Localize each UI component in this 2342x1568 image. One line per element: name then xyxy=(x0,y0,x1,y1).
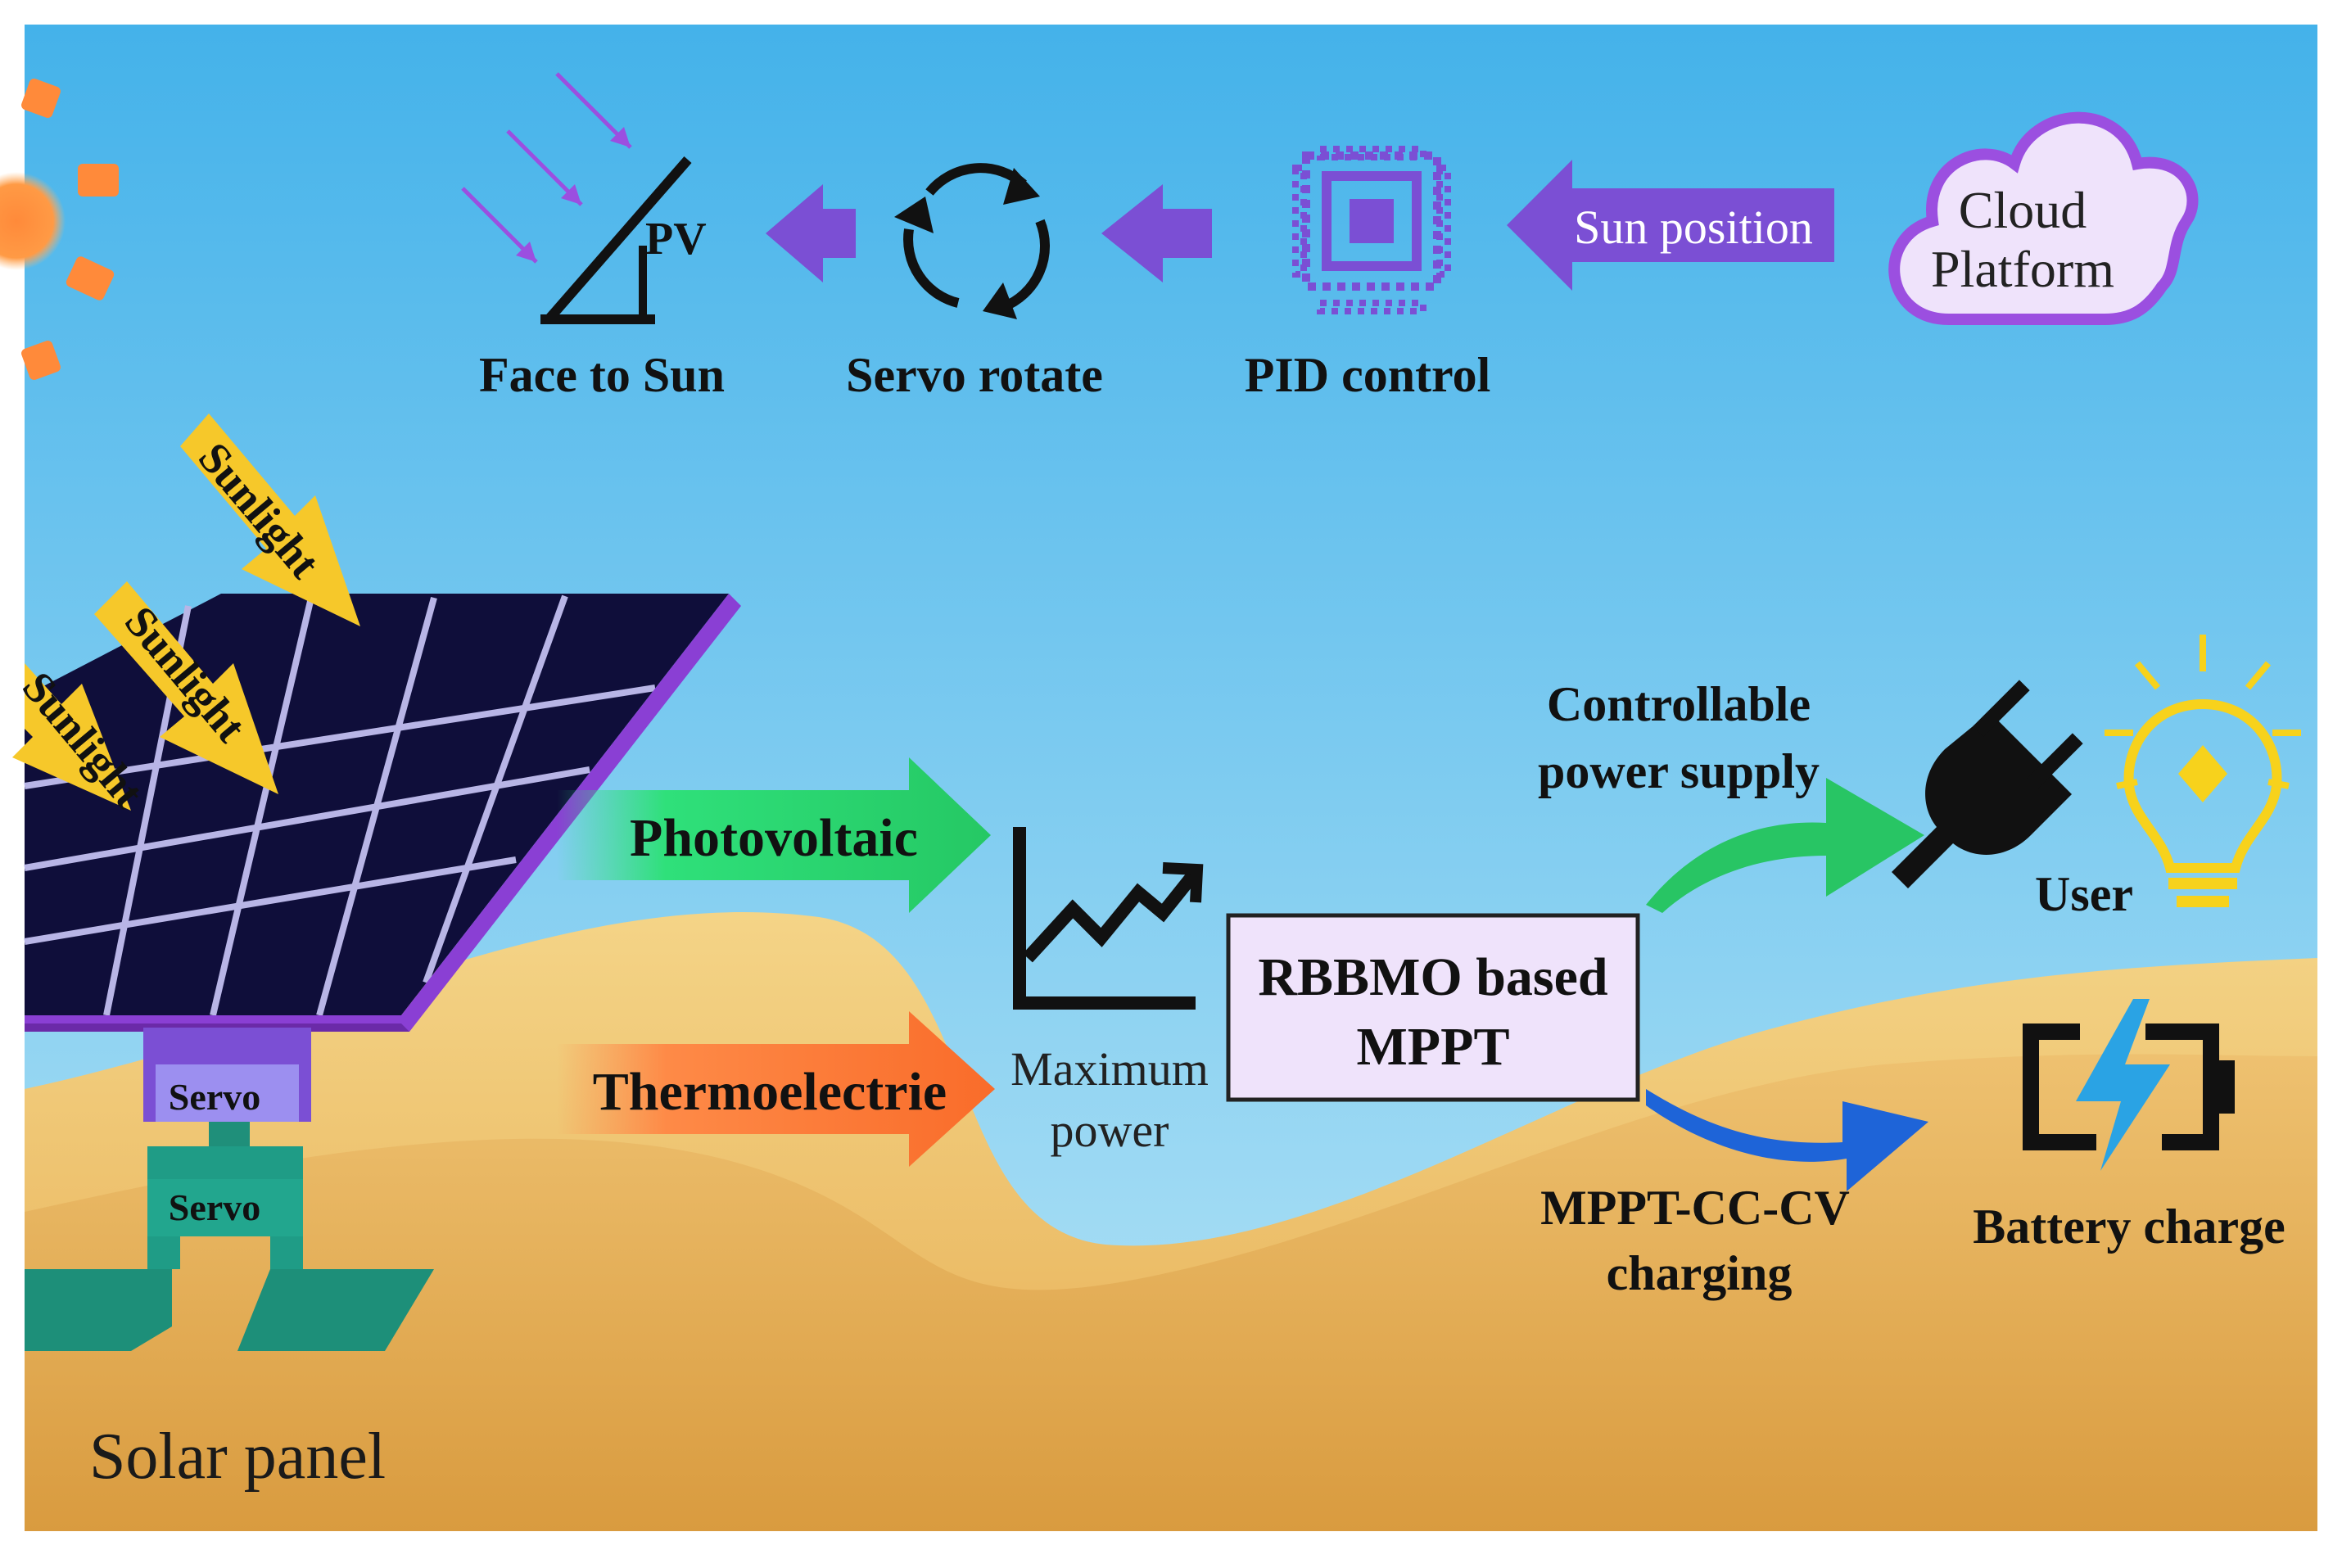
plug-icon xyxy=(1892,680,2083,888)
charging-label-line2: charging xyxy=(1607,1246,1793,1300)
mppt-box xyxy=(1226,913,1640,1102)
chart-icon xyxy=(1013,827,1204,1010)
arrow-to-pv xyxy=(766,184,856,282)
servo-upper-label: Servo xyxy=(169,1076,260,1118)
thermoelectric-label: Thermoelectrie xyxy=(593,1062,947,1122)
controllable-label-line2: power supply xyxy=(1538,744,1820,798)
pv-panel-icon xyxy=(461,72,692,324)
cloud-label-line1: Cloud xyxy=(1959,181,2087,239)
pv-label: PV xyxy=(645,214,707,264)
maximum-label-line2: power xyxy=(1051,1104,1169,1157)
maximum-label-line1: Maximum xyxy=(1010,1042,1209,1096)
controllable-label-line1: Controllable xyxy=(1547,677,1811,731)
cloud-label-line2: Platform xyxy=(1931,240,2114,298)
refresh-icon xyxy=(894,163,1050,319)
mppt-label-line2: MPPT xyxy=(1357,1017,1510,1077)
sun-icon xyxy=(0,79,119,380)
arrow-to-servo xyxy=(1101,184,1212,282)
battery-icon xyxy=(2023,999,2235,1171)
sand-dune-front xyxy=(25,1054,2317,1531)
cloud-icon xyxy=(1888,111,2199,325)
sunlight-arrow-3 xyxy=(12,663,131,811)
servo-rotate-label: Servo rotate xyxy=(846,348,1103,402)
solar-panel-caption: Solar panel xyxy=(89,1421,386,1493)
photovoltaic-label: Photovoltaic xyxy=(630,808,918,868)
face-to-sun-label: Face to Sun xyxy=(479,348,725,402)
charging-arrow xyxy=(1646,1089,1928,1191)
thermoelectric-arrow xyxy=(557,1011,995,1167)
battery-label: Battery charge xyxy=(1973,1200,2285,1254)
charging-label-line1: MPPT-CC-CV xyxy=(1540,1181,1850,1235)
supply-arrow xyxy=(1646,778,1924,913)
servo-lower-label: Servo xyxy=(169,1186,260,1228)
mppt-label-line1: RBBMO based xyxy=(1258,947,1607,1007)
photovoltaic-arrow xyxy=(557,757,991,913)
sun-position-arrow xyxy=(1507,160,1834,291)
sunlight-arrow-1 xyxy=(180,413,360,626)
bulb-icon xyxy=(2105,635,2301,907)
sunlight-arrow-2 xyxy=(94,581,278,794)
user-label: User xyxy=(2035,867,2133,921)
sun-position-label: Sun position xyxy=(1574,201,1813,254)
chip-icon xyxy=(1292,146,1451,314)
pid-control-label: PID control xyxy=(1245,348,1491,402)
